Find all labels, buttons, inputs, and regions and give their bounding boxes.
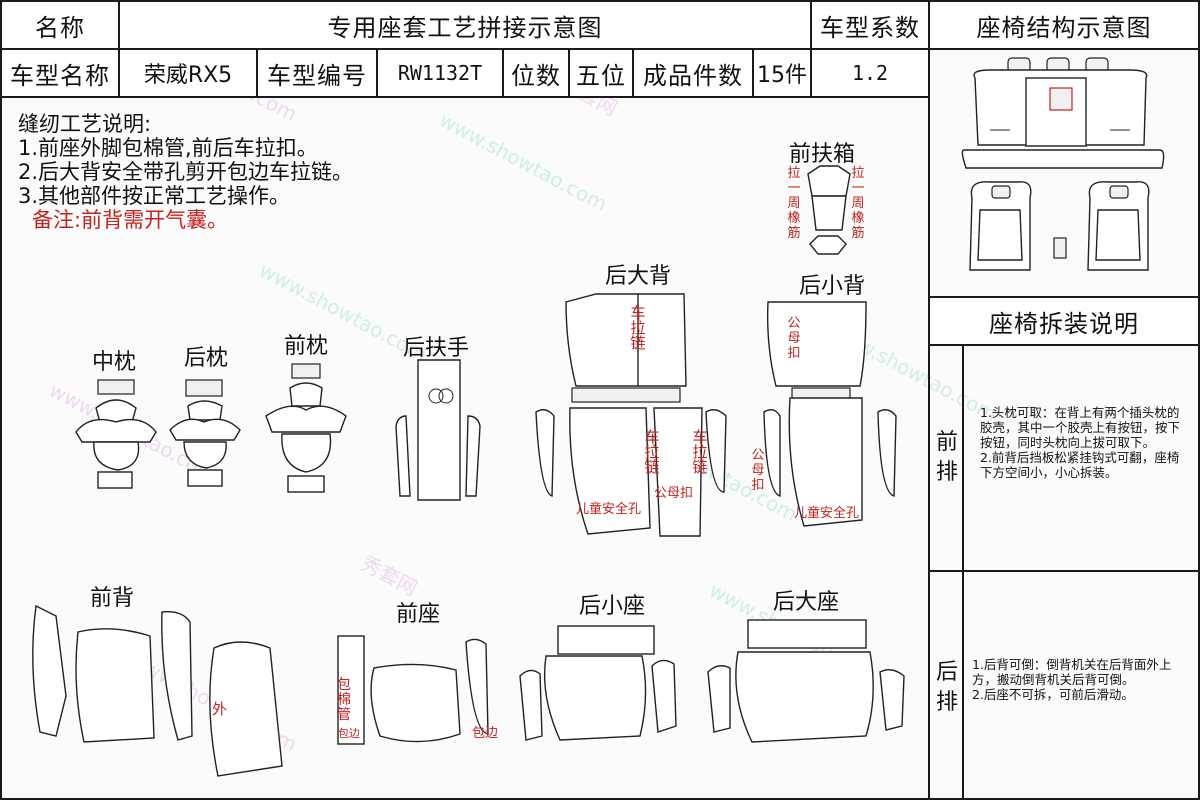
label-front-seat: 前座	[395, 602, 441, 627]
label-front-back: 前背	[89, 586, 135, 611]
seats-label: 位数	[502, 48, 570, 98]
note-pull-rubber-right: 拉一周橡筋	[851, 166, 865, 241]
rear-armrest-pieces	[395, 359, 481, 501]
label-rear-armrest: 后扶手	[402, 336, 470, 361]
seat-structure-diagram	[961, 57, 1165, 271]
label-front-headrest: 前枕	[283, 334, 329, 359]
rear-row-panel	[928, 570, 1200, 800]
label-middle-headrest: 中枕	[91, 350, 137, 375]
page-title: 专用座套工艺拼接示意图	[118, 0, 812, 50]
model-code-label: 车型编号	[256, 48, 378, 98]
rear-large-back-pieces	[535, 293, 727, 537]
notes-remark: 备注:前背需开气囊。	[32, 208, 229, 232]
rear-headrest-pieces	[169, 379, 241, 487]
note-male-female-buckle: 公母扣	[787, 316, 801, 361]
label-rear-headrest: 后枕	[183, 346, 229, 371]
notes-title: 缝纫工艺说明:	[18, 112, 152, 136]
note-wrap-cotton-tube: 包棉管	[337, 677, 351, 723]
front-row-label: 前排	[935, 430, 958, 485]
pieces-label: 成品件数	[632, 48, 754, 98]
note-male-female-buckle: 公母扣	[654, 486, 694, 501]
model-name-value: 荣威RX5	[118, 48, 258, 98]
note-male-female-buckle: 公母扣	[751, 448, 765, 493]
label-rear-large-back: 后大背	[604, 264, 672, 289]
seats-value: 五位	[568, 48, 634, 98]
front-seat-pieces	[337, 635, 489, 745]
label-front-armrest-box: 前扶箱	[788, 142, 856, 167]
name-label: 名称	[0, 0, 120, 50]
label-rear-small-seat: 后小座	[578, 594, 646, 619]
front-armrest-box-pieces	[807, 165, 851, 255]
pieces-value: 15件	[752, 48, 812, 98]
note-outer: 外	[212, 700, 228, 718]
note-child-safety-hole: 儿童安全孔	[576, 502, 642, 517]
label-rear-large-seat: 后大座	[772, 590, 840, 615]
note-child-safety-hole: 儿童安全孔	[794, 506, 860, 521]
coef-label: 车型系数	[810, 0, 930, 50]
rear-row-label: 后排	[935, 660, 958, 715]
pattern-pieces	[32, 165, 905, 777]
model-name-label: 车型名称	[0, 48, 120, 98]
disassembly-title: 座椅拆装说明	[928, 296, 1200, 346]
label-rear-small-back: 后小背	[798, 274, 866, 299]
rear-row-instructions: 1.后背可倒：倒背机关在后背面外上方，搬动倒背机关后背可倒。 2.后座不可拆，可…	[972, 657, 1172, 702]
note-piping: 包边	[338, 727, 360, 740]
front-row-instructions: 1.头枕可取：在背上有两个插头枕的胶壳，其中一个胶壳上有按钮，按下按钮，同时头枕…	[980, 405, 1181, 480]
front-back-pieces	[32, 604, 283, 777]
notes-item: 1.前座外脚包棉管,前后车拉扣。	[18, 136, 318, 160]
rear-large-seat-pieces	[707, 619, 905, 743]
middle-headrest-pieces	[75, 379, 157, 489]
note-pull-rubber-left: 拉一周橡筋	[787, 166, 801, 241]
note-zipper: 车拉链	[644, 428, 660, 476]
notes-item: 2.后大背安全带孔剪开包边车拉链。	[18, 160, 354, 184]
notes-item: 3.其他部件按正常工艺操作。	[18, 184, 291, 208]
coef-value: 1.2	[810, 48, 930, 98]
rear-small-back-pieces	[763, 301, 897, 527]
rear-small-seat-pieces	[519, 625, 677, 741]
sewing-notes: 缝纫工艺说明: 1.前座外脚包棉管,前后车拉扣。 2.后大背安全带孔剪开包边车拉…	[18, 112, 353, 232]
model-code-value: RW1132T	[376, 48, 504, 98]
note-piping: 包边	[472, 726, 499, 741]
note-zipper: 车拉链	[692, 428, 708, 476]
structure-title: 座椅结构示意图	[928, 0, 1200, 50]
note-zipper: 车拉链	[630, 304, 646, 352]
front-headrest-pieces	[265, 363, 347, 493]
